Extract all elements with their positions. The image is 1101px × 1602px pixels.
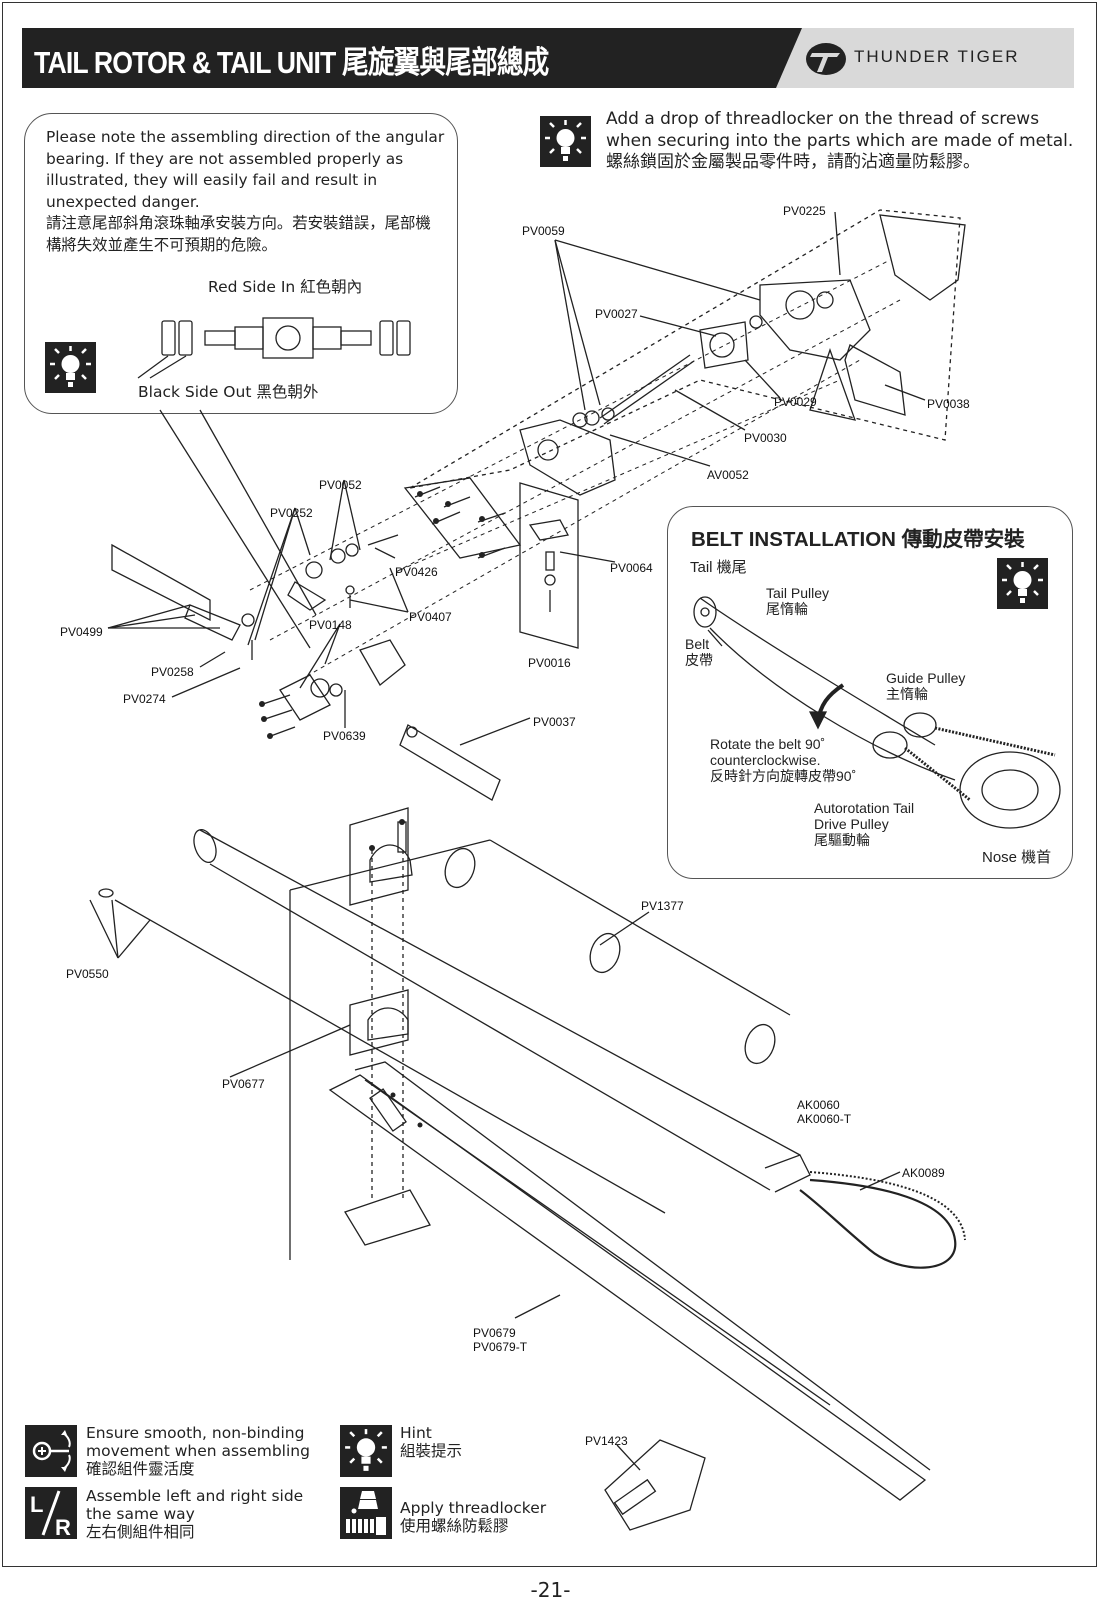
brand-name: THUNDER TIGER: [854, 47, 1020, 66]
part-label-pv0059: PV0059: [522, 224, 565, 238]
left-right-icon: L R: [25, 1487, 77, 1540]
part-label-pv0679: PV0679 PV0679-T: [473, 1326, 528, 1354]
belt-tail-label: Tail 機尾: [690, 559, 747, 576]
thunder-tiger-logo-icon: [806, 43, 846, 75]
legend-smooth-text: Ensure smooth, non-binding movement when…: [86, 1424, 310, 1478]
belt-guide-pulley-label: Guide Pulley 主惰輪: [886, 670, 966, 702]
part-label-pv0016: PV0016: [528, 656, 571, 670]
part-label-pv0064: PV0064: [610, 561, 653, 575]
belt-rotate-label: Rotate the belt 90˚ counterclockwise. 反時…: [710, 736, 857, 784]
svg-text:R: R: [55, 1515, 71, 1539]
part-label-pv0029: PV0029: [774, 395, 817, 409]
page-title: TAIL ROTOR & TAIL UNIT 尾旋翼與尾部總成: [34, 45, 549, 80]
bearing-note-box: [24, 113, 458, 414]
belt-tail-pulley-label: Tail Pulley 尾惰輪: [766, 585, 830, 617]
part-label-pv0037: PV0037: [533, 715, 576, 729]
part-label-pv0027: PV0027: [595, 307, 638, 321]
part-label-pv1423: PV1423: [585, 1434, 628, 1448]
part-label-pv0274: PV0274: [123, 692, 166, 706]
part-label-pv0407: PV0407: [409, 610, 452, 624]
part-label-pv0252: PV0252: [270, 506, 313, 520]
belt-belt-label: Belt 皮帶: [685, 636, 713, 668]
svg-text:L: L: [30, 1492, 43, 1517]
part-label-pv0258: PV0258: [151, 665, 194, 679]
legend-hint-text: Hint 組裝提示: [400, 1424, 463, 1460]
smooth-movement-icon: [25, 1425, 77, 1477]
part-label-pv0426: PV0426: [395, 565, 438, 579]
page-frame: [2, 2, 1097, 1567]
part-label-pv0499: PV0499: [60, 625, 103, 639]
lightbulb-hint-icon: [45, 342, 96, 393]
belt-installation-title: BELT INSTALLATION 傳動皮帶安裝: [691, 528, 1025, 551]
part-label-ak0089: AK0089: [902, 1166, 945, 1180]
belt-autorotation-label: Autorotation Tail Drive Pulley 尾驅動輪: [814, 800, 915, 848]
part-label-pv0052: PV0052: [319, 478, 362, 492]
lightbulb-hint-icon: [540, 116, 591, 167]
legend-threadlocker-text: Apply threadlocker 使用螺絲防鬆膠: [400, 1499, 547, 1535]
lightbulb-hint-icon: [340, 1425, 392, 1477]
belt-nose-label: Nose 機首: [982, 849, 1052, 866]
page-number: -21-: [530, 1578, 571, 1602]
part-label-ak0060: AK0060 AK0060-T: [797, 1098, 852, 1126]
part-label-pv0639: PV0639: [323, 729, 366, 743]
brand-banner: THUNDER TIGER: [776, 28, 1074, 88]
legend-left-right-text: Assemble left and right side the same wa…: [86, 1487, 304, 1541]
belt-installation-box: [667, 506, 1073, 879]
part-label-pv0225: PV0225: [783, 204, 826, 218]
part-label-av0052: AV0052: [707, 468, 749, 482]
part-label-pv0030: PV0030: [744, 431, 787, 445]
part-label-pv1377: PV1377: [641, 899, 684, 913]
bearing-note-text: Please note the assembling direction of …: [46, 128, 445, 254]
threadlocker-note-text: Add a drop of threadlocker on the thread…: [606, 109, 1074, 172]
threadlocker-icon: [340, 1487, 392, 1539]
part-label-pv0550: PV0550: [66, 967, 109, 981]
lightbulb-hint-icon: [997, 558, 1048, 609]
red-side-label: Red Side In 紅色朝內: [208, 278, 363, 296]
black-side-label: Black Side Out 黑色朝外: [138, 383, 319, 401]
part-label-pv0038: PV0038: [927, 397, 970, 411]
part-label-pv0677: PV0677: [222, 1077, 265, 1091]
part-label-pv0148: PV0148: [309, 618, 352, 632]
